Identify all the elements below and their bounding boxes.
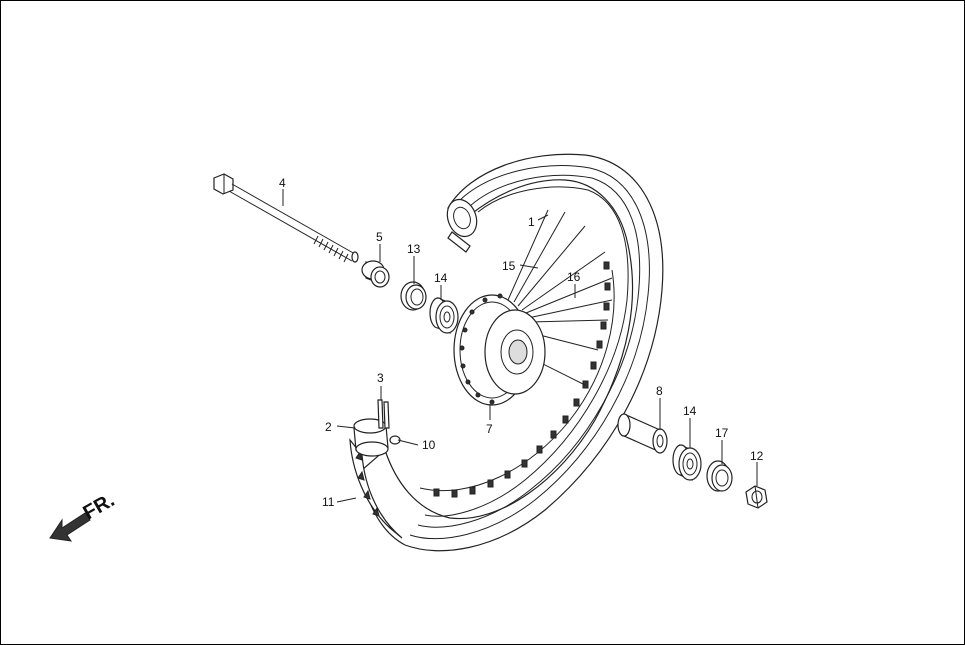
collar <box>361 260 390 288</box>
callout-15: 15 <box>502 259 516 273</box>
callout-3: 3 <box>377 371 384 385</box>
axle-nut <box>745 485 768 509</box>
callout-14-right: 14 <box>683 404 697 418</box>
dust-seal-right <box>706 460 733 492</box>
callout-10: 10 <box>422 438 436 452</box>
callout-14-left: 14 <box>434 271 448 285</box>
callout-8: 8 <box>656 384 663 398</box>
dust-seal <box>400 281 427 311</box>
callout-5: 5 <box>376 230 383 244</box>
front-direction-arrow: FR. <box>49 489 118 542</box>
bearing-right <box>672 444 702 481</box>
callout-13: 13 <box>407 242 421 256</box>
callout-17: 17 <box>715 426 729 440</box>
rim-band-parts <box>353 399 401 457</box>
hub <box>453 209 613 406</box>
callout-labels: 4 5 13 14 1 15 16 7 8 14 17 12 2 3 10 11 <box>279 176 764 509</box>
leader-lines <box>282 189 758 503</box>
callout-11: 11 <box>322 495 335 509</box>
callout-4: 4 <box>279 176 286 190</box>
bearing-left <box>429 297 459 334</box>
callout-1: 1 <box>528 215 535 229</box>
tire <box>349 153 664 552</box>
callout-2: 2 <box>325 420 332 434</box>
callout-16: 16 <box>567 270 581 284</box>
callout-7: 7 <box>486 422 493 436</box>
axle-bolt <box>213 173 359 263</box>
callout-12: 12 <box>750 449 764 463</box>
distance-collar <box>617 413 668 454</box>
